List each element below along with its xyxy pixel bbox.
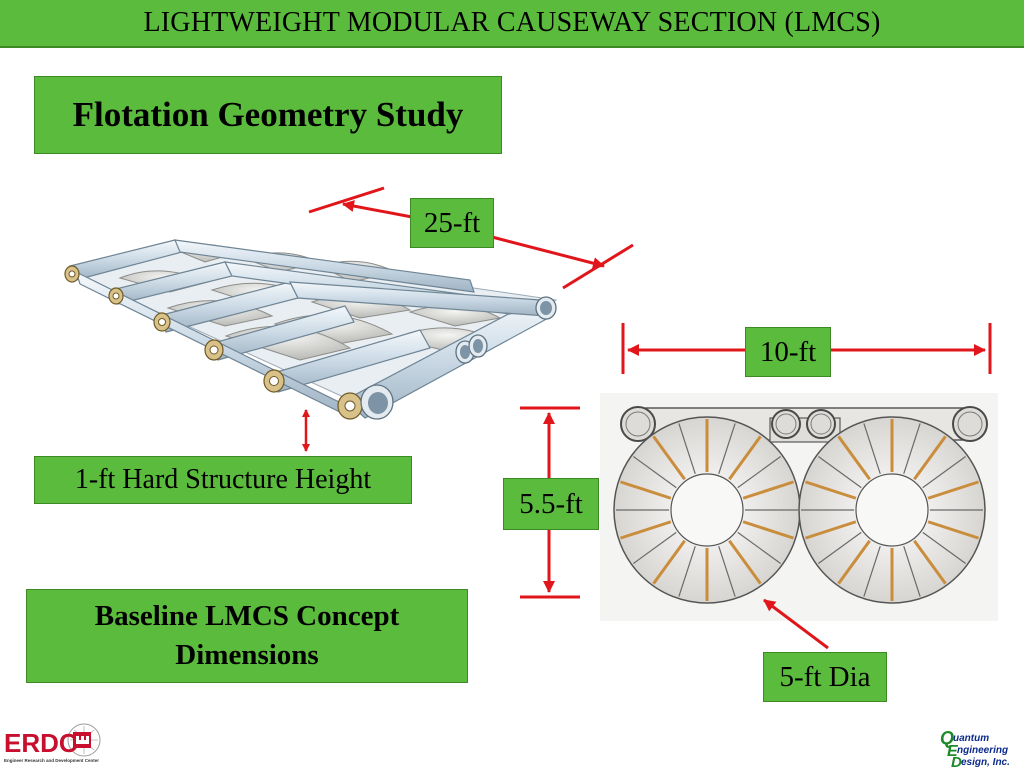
height-label: 5.5-ft bbox=[503, 478, 599, 530]
wheel-spoke bbox=[837, 539, 871, 585]
wheel-spokes-left bbox=[616, 419, 798, 601]
qed-line-3: esign, Inc. bbox=[961, 757, 1010, 768]
qed-logo: Q uantum E ngineering D esign, Inc. bbox=[940, 728, 1010, 768]
wheel-spoke bbox=[737, 531, 781, 564]
wheel-spoke bbox=[927, 480, 980, 500]
wheel-spoke bbox=[804, 480, 857, 500]
wheel-spoke bbox=[728, 435, 762, 481]
wheel-spokes-right bbox=[801, 419, 983, 601]
wheel-spoke bbox=[742, 520, 795, 540]
wheel-spoke bbox=[903, 545, 921, 597]
wheel-spoke bbox=[863, 423, 881, 475]
wheel-spoke bbox=[818, 531, 862, 564]
wheel-spoke bbox=[922, 456, 966, 489]
qed-line-2: ngineering bbox=[957, 745, 1008, 756]
wheel-spoke bbox=[619, 480, 672, 500]
wheel-spoke bbox=[652, 539, 686, 585]
wheel-spoke bbox=[804, 520, 857, 540]
qed-letter-d: D bbox=[951, 754, 962, 768]
longitudinal-tubes bbox=[69, 239, 554, 419]
wheel-spoke bbox=[863, 545, 881, 597]
height-dimension-5-5ft bbox=[520, 406, 580, 599]
diameter-label: 5-ft Dia bbox=[763, 652, 887, 702]
diameter-pointer-arrow bbox=[763, 598, 829, 650]
qed-line-1: uantum bbox=[953, 733, 989, 744]
wheel-spoke bbox=[818, 456, 862, 489]
wheel-spoke bbox=[633, 456, 677, 489]
slide-title: LIGHTWEIGHT MODULAR CAUSEWAY SECTION (LM… bbox=[0, 0, 1024, 48]
erdc-subtitle: Engineer Research and Development Center bbox=[4, 758, 99, 763]
wheel-spoke bbox=[922, 531, 966, 564]
cross-section-illustration bbox=[600, 393, 998, 621]
wheel-spoke bbox=[652, 435, 686, 481]
wheel-spoke bbox=[742, 480, 795, 500]
wheel-spoke bbox=[927, 520, 980, 540]
erdc-logo: ERDC Engineer Research and Development C… bbox=[4, 723, 101, 763]
length-dimension-lines bbox=[308, 186, 634, 290]
qed-letter-e: E bbox=[947, 743, 959, 760]
hard-structure-height-label: 1-ft Hard Structure Height bbox=[34, 456, 412, 504]
caption-box: Baseline LMCS Concept Dimensions bbox=[26, 589, 468, 683]
wheel-spoke bbox=[633, 531, 677, 564]
qed-letter-q: Q bbox=[940, 728, 954, 748]
length-label: 25-ft bbox=[410, 198, 494, 248]
causeway-module-illustration bbox=[64, 239, 558, 420]
wheel-spoke bbox=[678, 545, 696, 597]
wheel-spoke bbox=[913, 539, 947, 585]
wheel-spoke bbox=[913, 435, 947, 481]
wheel-spoke bbox=[619, 520, 672, 540]
wheel-spoke bbox=[837, 435, 871, 481]
wheel-spoke bbox=[728, 539, 762, 585]
width-label: 10-ft bbox=[745, 327, 831, 377]
wheel-spoke bbox=[678, 423, 696, 475]
wheel-spoke bbox=[903, 423, 921, 475]
wheel-spoke bbox=[718, 545, 736, 597]
width-dimension-10ft bbox=[621, 323, 992, 374]
wheel-spoke bbox=[718, 423, 736, 475]
tube-end-rings bbox=[64, 265, 363, 420]
wheel-spoke bbox=[737, 456, 781, 489]
erdc-wordmark: ERDC bbox=[4, 728, 78, 758]
section-heading: Flotation Geometry Study bbox=[34, 76, 502, 154]
